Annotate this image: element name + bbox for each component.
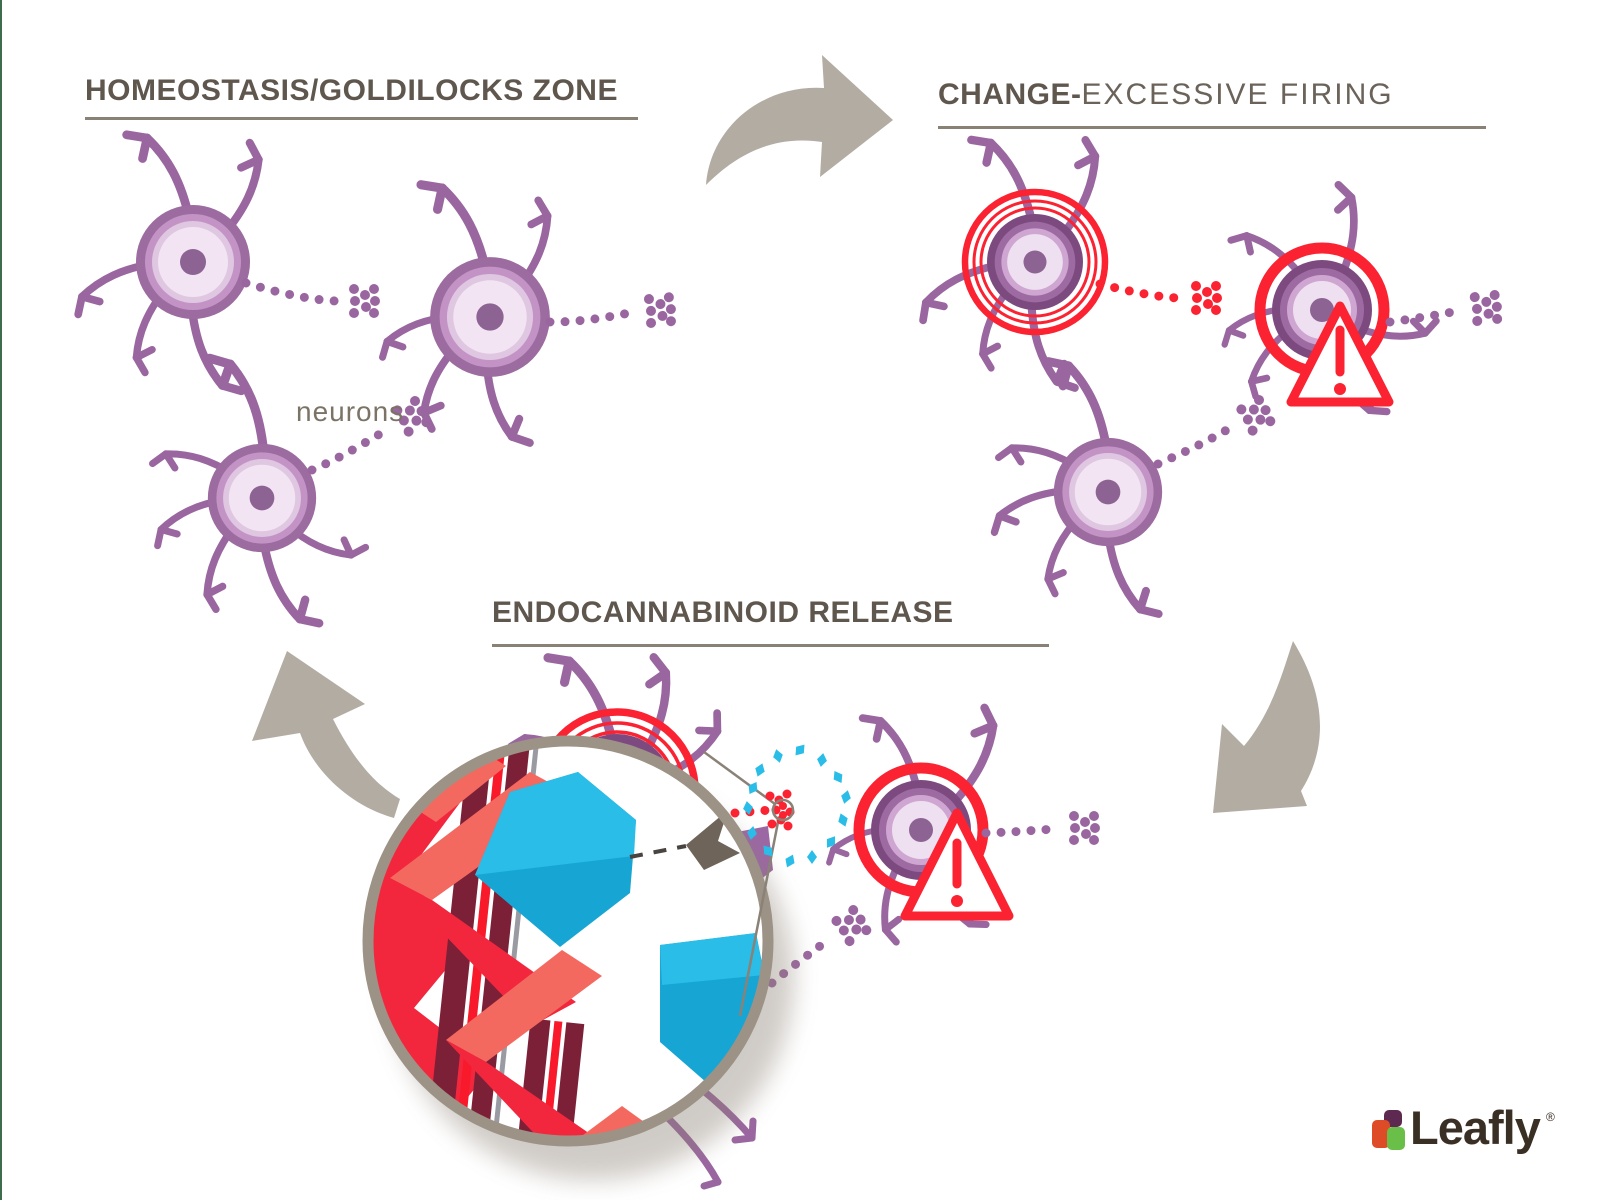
left-edge-line [0,0,2,1200]
synapse-burst [349,284,380,318]
warning-icon [1286,301,1394,407]
title-underline [85,117,638,120]
callout-circle [771,798,795,822]
axon-dots [307,424,393,475]
synapse-release [730,741,853,870]
synapse-burst-red [1191,281,1222,315]
cycle-arrow-top-icon [706,55,893,185]
section-title-change: CHANGE-EXCESSIVE FIRING [938,78,1394,112]
axon-dots [981,824,1061,838]
leafly-logo: Leafly ® [1372,1101,1592,1174]
lens-pointer-arrowhead [686,810,740,870]
lens-pointer-line [629,844,687,859]
logo-wordmark: Leafly [1410,1101,1541,1154]
neurons-label: neurons [296,396,405,427]
logo-square-green-icon [1387,1127,1405,1150]
cycle-arrow-right-icon [1213,641,1320,813]
title-underline [938,126,1486,129]
release-scene [362,653,1100,1190]
axon-dots [1385,306,1463,327]
synapse-burst [829,902,875,948]
membrane-stripes [505,1018,585,1137]
neuron [994,360,1162,614]
axon-dots-red [1095,279,1183,303]
neuron [76,130,283,391]
synapse-burst [1234,392,1278,438]
cycle-arrow-left-icon [252,651,400,818]
section-title-homeostasis: HOMEOSTASIS/GOLDILOCKS ZONE [85,74,618,107]
excessive-firing-neurons [919,135,1504,614]
magnifier-lens-icon [362,735,794,1180]
title-change-bold: CHANGE- [938,78,1082,111]
registered-trademark: ® [1546,1110,1555,1124]
synapse-burst [1069,811,1100,845]
callout-line [703,750,776,806]
title-change-light: EXCESSIVE FIRING [1081,78,1394,111]
section-title-release: ENDOCANNABINOID RELEASE [492,596,954,629]
endocannabinoid-kites [475,772,764,1096]
warning-icon [900,808,1014,921]
title-underline [492,644,1049,647]
firing-neuron [919,135,1121,388]
synapse-burst [643,291,678,329]
axon-dots [241,278,341,306]
axon-dots [545,307,639,327]
axon-dots [1153,423,1235,469]
synapse-burst [1469,289,1504,327]
callout-line [738,816,781,1017]
homeostasis-neurons [76,130,678,625]
logo-square-orange-icon [1372,1120,1390,1148]
